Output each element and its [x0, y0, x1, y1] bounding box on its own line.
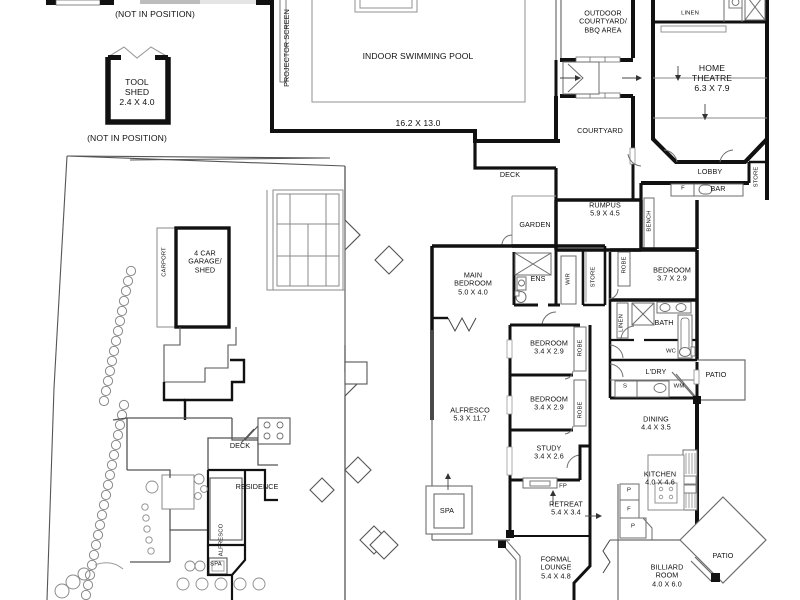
alfresco-spa-plan — [425, 330, 510, 541]
garden-niche — [501, 195, 556, 248]
tool-shed-outline — [105, 46, 171, 125]
site-plan — [46, 155, 346, 600]
patio-bottom-shape — [679, 496, 767, 584]
bedroom2-block — [608, 248, 699, 302]
dining-kitchen-block — [617, 371, 701, 541]
retreat-lounge-block — [498, 480, 602, 600]
home-theatre-block — [651, 0, 769, 164]
bedroom-wing — [506, 323, 592, 489]
cutoff-shed-right — [140, 0, 270, 5]
deck-pool-area — [473, 141, 558, 200]
pool-house — [270, 0, 560, 143]
residence-bulk-outline — [112, 382, 232, 577]
cutoff-shed-left — [46, 0, 114, 6]
billiard-block — [602, 539, 619, 600]
patio-right-shape — [693, 359, 746, 401]
courtyard-block — [523, 0, 642, 200]
main-bedroom-block — [430, 244, 607, 420]
lobby-bar-block — [627, 137, 769, 200]
rumpus-block — [554, 197, 699, 252]
bath-laundry-block — [608, 300, 699, 400]
site-edge-features — [309, 166, 404, 600]
